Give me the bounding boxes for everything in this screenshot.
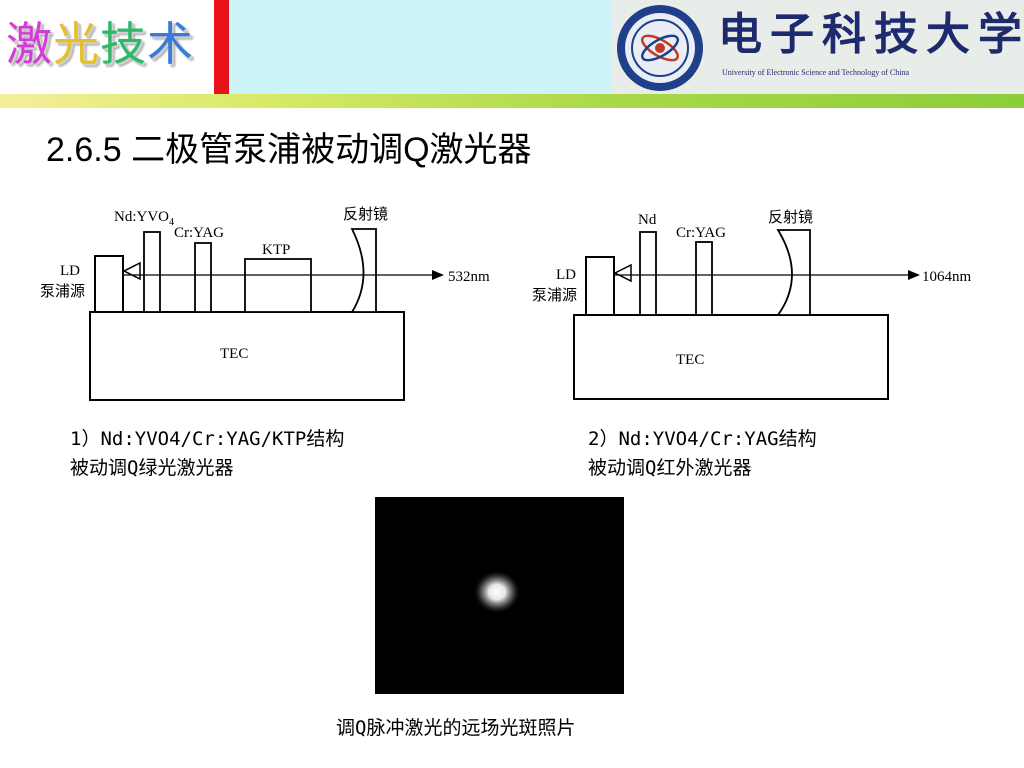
- caption-line: 被动调Q绿光激光器: [70, 457, 234, 479]
- course-title-char: 光: [53, 17, 100, 71]
- caption-line: 2）Nd:YVO4/Cr:YAG结构: [588, 428, 817, 450]
- mirror-label: 反射镜: [768, 208, 813, 226]
- tec-label: TEC: [220, 346, 248, 362]
- diagram-green-laser: TEC Nd:YVO4 Cr:YAG KTP 反射镜 LD 泵浦源 532nm: [40, 195, 520, 410]
- course-title: 激光技术: [6, 14, 194, 74]
- ld-label: LD: [556, 267, 576, 283]
- header-sky-band: [229, 0, 611, 94]
- cryag-crystal: [695, 241, 713, 316]
- nd-crystal: [639, 231, 657, 316]
- header-title-area: [0, 0, 214, 94]
- ndyvo-crystal: [143, 231, 161, 313]
- mirror-shape: [350, 228, 377, 313]
- course-title-char: 术: [147, 17, 194, 71]
- mirror-shape: [776, 229, 811, 316]
- ktp-label: KTP: [262, 242, 290, 258]
- beam-arrow: [908, 270, 920, 280]
- output-wavelength-label: 1064nm: [922, 269, 972, 285]
- tec-label: TEC: [676, 352, 704, 368]
- course-title-char: 激: [6, 17, 53, 71]
- ndyvo-label-main: Nd:YVO: [114, 209, 169, 225]
- laser-spot: [473, 570, 521, 614]
- cryag-label: Cr:YAG: [174, 225, 224, 241]
- cryag-label: Cr:YAG: [676, 225, 726, 241]
- diagram-infrared-laser: TEC Nd Cr:YAG 反射镜 LD 泵浦源 1064nm: [528, 200, 1018, 405]
- caption-line: 被动调Q红外激光器: [588, 457, 752, 479]
- header-red-bar: [214, 0, 229, 94]
- section-title: 2.6.5 二极管泵浦被动调Q激光器: [46, 131, 532, 169]
- pump-source-label: 泵浦源: [40, 283, 85, 300]
- nd-label: Nd: [638, 212, 657, 228]
- diagram-infrared-laser-svg: TEC Nd Cr:YAG 反射镜 LD 泵浦源 1064nm: [532, 208, 972, 400]
- far-field-spot-photo: [375, 497, 624, 694]
- university-seal-icon: [617, 5, 703, 91]
- pump-lens-shape: [122, 261, 141, 281]
- ld-label: LD: [60, 263, 80, 279]
- caption-infrared-laser: 2）Nd:YVO4/Cr:YAG结构 被动调Q红外激光器: [588, 425, 817, 483]
- pump-source-label: 泵浦源: [532, 287, 577, 304]
- ld-pump-block: [585, 256, 615, 316]
- laser-spot-image: [375, 497, 624, 694]
- ld-pump-block: [94, 255, 124, 313]
- pump-lens-shape: [613, 263, 632, 283]
- tec-block: [573, 314, 889, 400]
- caption-line: 1）Nd:YVO4/Cr:YAG/KTP结构: [70, 428, 345, 450]
- university-english-name: University of Electronic Science and Tec…: [722, 68, 910, 77]
- mirror-label: 反射镜: [343, 205, 388, 223]
- beam-arrow: [432, 270, 444, 280]
- cryag-crystal: [194, 242, 212, 313]
- caption-green-laser: 1）Nd:YVO4/Cr:YAG/KTP结构 被动调Q绿光激光器: [70, 425, 344, 483]
- ktp-crystal: [244, 258, 312, 313]
- photo-caption: 调Q脉冲激光的远场光斑照片: [336, 717, 576, 739]
- header-banner: 激光技术 电子科技大学 University of Electronic Sci…: [0, 0, 1024, 112]
- university-name: 电子科技大学: [718, 9, 1024, 60]
- output-wavelength-label: 532nm: [448, 269, 490, 285]
- ndyvo-label: Nd:YVO4: [114, 209, 174, 228]
- header-green-bar: [0, 94, 1024, 108]
- diagram-green-laser-svg: TEC Nd:YVO4 Cr:YAG KTP 反射镜 LD 泵浦源 532nm: [40, 205, 490, 401]
- course-title-char: 技: [100, 17, 147, 71]
- ndyvo-label-sub: 4: [169, 217, 174, 228]
- tec-block: [89, 311, 405, 401]
